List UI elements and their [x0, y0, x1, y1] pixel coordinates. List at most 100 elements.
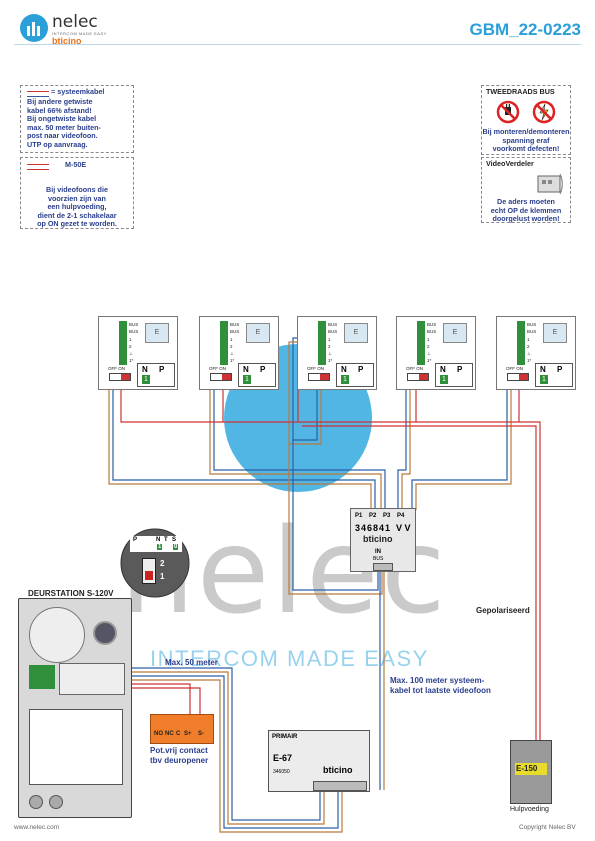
terminal-block: [119, 321, 127, 365]
aux-supply-model: E-150: [516, 764, 538, 773]
zoom-switch-bottom-label: 1: [160, 572, 165, 581]
p-label: P: [159, 365, 165, 374]
bus-wire: [213, 388, 386, 510]
keypad-frame: [29, 709, 123, 785]
nelec-logo-icon: [20, 14, 48, 42]
bus-wire: [397, 388, 407, 510]
door-bus-wire: [82, 675, 339, 829]
terminal-label: BUS: [328, 322, 338, 327]
distributor-icon: [537, 173, 563, 195]
distributor-in-label: IN: [375, 549, 381, 555]
distributor-note-box: VideoVerdeler De aders moeten echt OP de…: [481, 157, 571, 223]
bus-wire: [415, 388, 512, 510]
cable-note-line: Bij ongetwiste kabel: [27, 114, 97, 123]
zoom-detail: P N T S 1 0 2 1: [128, 534, 184, 592]
zoom-value-0: 0: [173, 544, 179, 550]
distributor-bus-label: BUS: [373, 556, 384, 562]
bus-wire: [108, 388, 372, 510]
relay-terminal: S+: [184, 731, 192, 737]
videophone-screen: E: [543, 323, 567, 343]
off-on-switch[interactable]: [407, 373, 429, 381]
max50-label: Max. 50 meter: [165, 658, 218, 667]
relay-terminal: S-: [198, 731, 204, 737]
video-distributor: P1 P2 P3 P4 346841 V V bticino IN BUS: [350, 508, 416, 572]
terminal-label: 1: [527, 336, 530, 342]
terminal-label: 1*: [328, 358, 333, 364]
n-label: N: [142, 365, 148, 374]
distributor-note-line: De aders moeten: [497, 197, 555, 206]
terminal-label: BUS: [328, 329, 338, 335]
videophone-screen: E: [443, 323, 467, 343]
zoom-term-s: S: [172, 537, 177, 543]
mount-screw: [29, 795, 43, 809]
terminal-label: 1*: [129, 358, 134, 364]
config-box: N P 1: [238, 363, 276, 387]
m50e-notes: Bij videofoons die voorzien zijn van een…: [21, 185, 133, 229]
m50e-note-line: dient de 2-1 schakelaar: [37, 210, 117, 220]
distributor-notes: De aders moeten echt OP de klemmen doorg…: [482, 197, 570, 224]
relay-caption-2: tbv deuropener: [150, 756, 209, 765]
zoom-switch-top-label: 2: [160, 559, 165, 568]
bus-wire: [112, 388, 376, 510]
n-label: N: [540, 365, 546, 374]
terminal-label: BUS: [129, 329, 139, 335]
terminal-label: ⊥: [328, 351, 332, 357]
bus-note-line: voorkomt defecten!: [492, 144, 560, 153]
cable-legend-title: = systeemkabel: [51, 87, 105, 96]
footer-website[interactable]: www.nelec.com: [14, 824, 60, 831]
terminal-label: BUS: [427, 329, 437, 335]
config-box: N P 1: [336, 363, 374, 387]
off-on-switch[interactable]: [109, 373, 131, 381]
off-on-switch[interactable]: [308, 373, 330, 381]
n-label: N: [440, 365, 446, 374]
terminal-label: 2: [427, 343, 430, 349]
door-station: [18, 598, 132, 818]
videophone-screen: E: [246, 323, 270, 343]
bus-note-box: TWEEDRAADS BUS Bij monteren/demonteren s…: [481, 85, 571, 155]
aux-supply-caption: Hulpvoeding: [510, 806, 549, 813]
terminal-label: BUS: [129, 322, 139, 327]
port-label: P3: [383, 513, 391, 519]
terminal-label: BUS: [527, 329, 537, 335]
off-on-label: OFF ON: [506, 366, 523, 371]
terminal-label: 1: [328, 336, 331, 342]
zoom-term-p: P: [133, 537, 138, 543]
terminal-label: BUS: [427, 322, 437, 327]
max100-label-2: kabel tot laatste videofoon: [390, 686, 491, 695]
terminal-label: 1*: [527, 358, 532, 364]
door-bus-wire: [82, 679, 343, 833]
p-label: P: [557, 365, 563, 374]
supply-wire: [302, 425, 537, 740]
terminal-block: [220, 321, 228, 365]
off-on-label: OFF ON: [209, 366, 226, 371]
off-on-switch[interactable]: [210, 373, 232, 381]
off-on-switch[interactable]: [507, 373, 529, 381]
speaker-grille: [29, 607, 85, 663]
aux-supply: E-150: [510, 740, 552, 804]
zoom-switch-knob: [145, 571, 153, 580]
terminal-label: 1*: [427, 358, 432, 364]
distributor-model: 346841: [355, 523, 392, 533]
terminal-block: [417, 321, 425, 365]
terminal-label: 1: [230, 336, 233, 342]
door-bus-wire: [82, 671, 325, 825]
port-label: P1: [355, 513, 363, 519]
p-label: P: [358, 365, 364, 374]
m50e-note-line: op ON gezet te worden.: [37, 219, 117, 228]
document-code: GBM_22-0223: [469, 20, 581, 39]
n-configurator: 1: [243, 375, 251, 384]
terminal-label: ⊥: [129, 351, 133, 357]
power-model: E-67: [273, 753, 293, 763]
distributor-vv: V V: [396, 523, 411, 533]
n-configurator: 1: [440, 375, 448, 384]
terminal-label: 2: [527, 343, 530, 349]
relay-terminal: NC: [165, 731, 174, 737]
cable-note-line: post naar videofoon.: [27, 131, 98, 140]
